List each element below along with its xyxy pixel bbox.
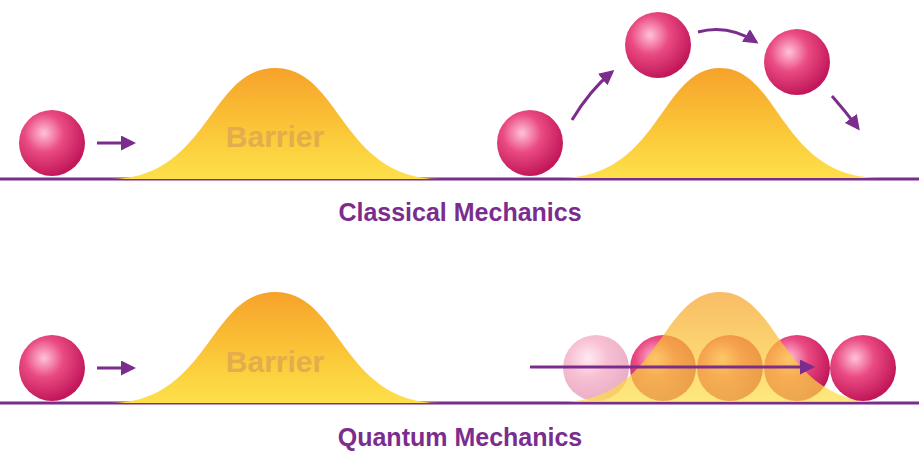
particle-ball (830, 335, 896, 401)
particle-ball (625, 12, 691, 78)
particle-ball (19, 110, 85, 176)
particle-ball (497, 110, 563, 176)
barrier-hill: Barrier (110, 66, 440, 179)
section-caption: Quantum Mechanics (338, 423, 583, 452)
barrier-fill (110, 292, 440, 403)
barrier-hill (560, 292, 880, 402)
section-caption: Classical Mechanics (338, 198, 581, 227)
motion-arrow (97, 142, 133, 145)
barrier-label: Barrier (110, 345, 440, 379)
barrier-label: Barrier (110, 120, 440, 154)
tunnel-arrow (530, 366, 812, 369)
motion-arrow (572, 72, 612, 120)
barrier-fill (110, 68, 440, 179)
motion-arrow (698, 30, 756, 42)
motion-arrow (832, 96, 858, 128)
particle-ball (19, 335, 85, 401)
barrier-hill (560, 68, 880, 178)
motion-arrow (97, 367, 133, 370)
particle-ball (764, 29, 830, 95)
barrier-hill: Barrier (110, 290, 440, 403)
